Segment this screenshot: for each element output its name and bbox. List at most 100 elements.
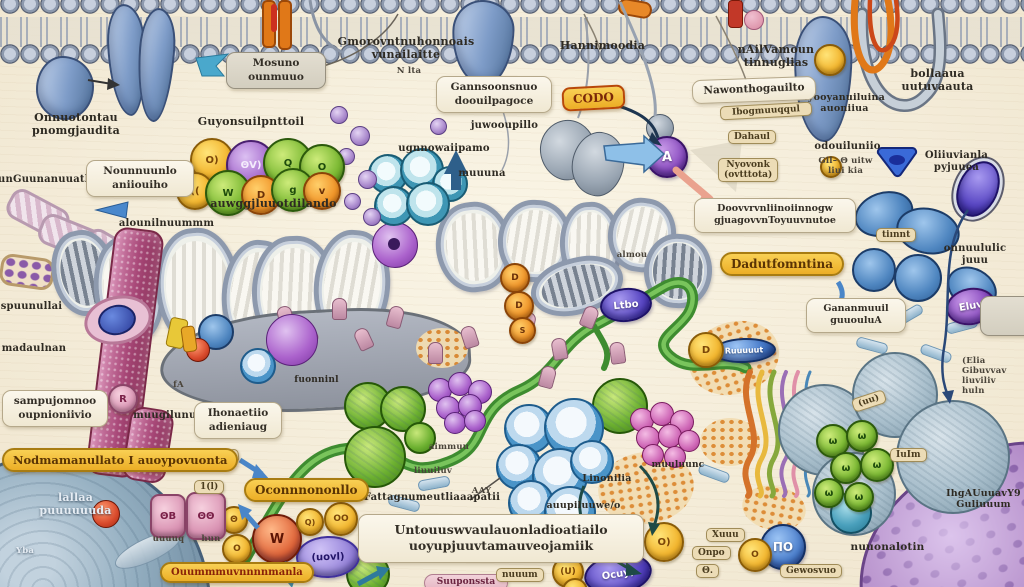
blue-sphere bbox=[894, 254, 942, 302]
tag-nyovonk: Nyovonk (ovtttota) bbox=[718, 158, 779, 182]
ribosome-field bbox=[700, 418, 760, 466]
coin: Q) bbox=[296, 508, 324, 536]
mini-mitochondrion bbox=[0, 252, 56, 292]
box-samp: sampujomnoo oupnioniivio bbox=[2, 390, 108, 428]
label-odouiluniio: odouiluniio bbox=[814, 141, 881, 152]
coin: v bbox=[303, 172, 341, 210]
tag-onpo: Onpo bbox=[692, 546, 731, 560]
coin bbox=[820, 156, 842, 178]
label-yunguun: yunGuunanuuatllono bbox=[0, 174, 114, 185]
box-nawon: Nawonthogauilto bbox=[691, 75, 817, 104]
label-fa: fA bbox=[173, 380, 184, 390]
ball-spot bbox=[388, 238, 400, 250]
pink-square-badge: ΘB bbox=[150, 494, 186, 538]
label-muuuna: muuuna bbox=[458, 168, 506, 179]
orange-channel-bar bbox=[278, 0, 292, 50]
box-buam bbox=[980, 296, 1024, 336]
pill-a-sphere: A bbox=[646, 136, 688, 178]
tag-xuuu: Xuuu bbox=[706, 528, 745, 542]
lavender-bead bbox=[350, 126, 370, 146]
box-gann: Gannsoonsnuo doouilpagoce bbox=[436, 76, 552, 114]
blue-sphere bbox=[852, 248, 896, 292]
teal-vesicle bbox=[406, 182, 450, 226]
coin: O) bbox=[644, 522, 684, 562]
ligand-ball bbox=[814, 44, 846, 76]
box-noun: Nounnuunlo aniiouiho bbox=[86, 160, 194, 198]
label-lallaa: lallaa puuuuuuda bbox=[39, 491, 112, 517]
label-top-complex-sub: N lta bbox=[396, 66, 422, 76]
arrow-left bbox=[94, 201, 129, 219]
box-mosuno: Mosuno ounmuuo bbox=[226, 52, 326, 90]
grape bbox=[464, 410, 486, 432]
label-membrane-receptor: Onnuotontau pnomgjaudita bbox=[32, 111, 120, 137]
label-ihgau: IhgAUuuavY9 Guliuuum bbox=[946, 488, 1021, 511]
lavender-bead bbox=[430, 118, 447, 135]
channel-core bbox=[271, 4, 277, 32]
label-top-complex: Gmorovntnuhonnoais vunailaitte bbox=[337, 35, 475, 61]
label-linonilia: Linonilia bbox=[582, 473, 632, 484]
tag-dahaul: Dahaul bbox=[728, 130, 776, 144]
lavender-bead bbox=[358, 170, 377, 189]
tag-one-l: 1(l) bbox=[194, 480, 225, 494]
coin: D bbox=[688, 332, 724, 368]
box-doov: Doovvrvnliinoiinnogw gjuagovvnToyuuvnuto… bbox=[694, 198, 856, 233]
label-auwggj: auwggjluuotdilando bbox=[210, 197, 337, 210]
membrane-stub bbox=[332, 298, 347, 320]
grape bbox=[444, 412, 466, 434]
label-liuuiluv: liuuiluv bbox=[414, 466, 452, 476]
label-aimmuu: aimmuu bbox=[428, 442, 470, 452]
label-ugnnow: ugnnowaiipamo bbox=[398, 143, 490, 154]
pink-square-badge: ΘΘ bbox=[186, 492, 226, 540]
membrane-stub bbox=[537, 364, 558, 390]
label-amou: almou bbox=[616, 250, 648, 260]
label-muugilunuu: muugilunuu bbox=[133, 410, 204, 421]
label-iyooy: iyooyanuiluina auoniiua bbox=[804, 92, 885, 115]
goldbox-oumm: Ouummmuvnnnnmanla bbox=[160, 562, 314, 583]
pink-coin: R bbox=[108, 384, 138, 414]
goldbox-nodm: Nodmamanullato I auoypovuonta bbox=[2, 448, 239, 472]
label-right-tiny: (Elia Gibuvvav liuviliv huln bbox=[962, 356, 1007, 397]
lavender-bead bbox=[344, 193, 361, 210]
label-yba: Yba bbox=[15, 546, 35, 556]
lavender-bead bbox=[363, 208, 381, 226]
goldbox-codo: CODO bbox=[561, 84, 626, 112]
red-dot-on-cell bbox=[92, 500, 120, 528]
tag-tinnnt: tiınnt bbox=[876, 228, 917, 242]
box-ihon: Ihonaetiio adieniaug bbox=[194, 402, 282, 440]
label-fuonninl: fuonninl bbox=[294, 375, 339, 385]
goldbox-ocon: Oconnnononllo bbox=[244, 478, 369, 502]
coin: S bbox=[509, 317, 536, 344]
tag-tbog: Ibogmuuqqul bbox=[719, 101, 813, 121]
pink-lipid-head bbox=[744, 10, 764, 30]
ribbon-scrap bbox=[417, 475, 451, 492]
coin: O bbox=[222, 534, 252, 564]
membrane-stub bbox=[428, 342, 443, 364]
membrane-stub bbox=[550, 336, 569, 362]
label-ailvamoun: nAilVamoun tinnuglias bbox=[737, 43, 815, 69]
label-alouniln: alounilnuummm bbox=[118, 218, 215, 229]
ribbon-scrap bbox=[855, 336, 889, 355]
membrane-stub bbox=[608, 341, 627, 365]
ribbon-scrap bbox=[919, 342, 953, 365]
label-madaulnan: madaulnan bbox=[1, 343, 67, 354]
green-coin: ω bbox=[860, 448, 894, 482]
tag-nuuum: nuuum bbox=[496, 568, 544, 582]
label-bollaaua: bollaaua uutuvaauta bbox=[901, 67, 974, 93]
label-hannimoodia: Hannimoodia bbox=[559, 39, 646, 52]
label-nuuonalotin: nuuonalotin bbox=[850, 541, 925, 553]
green-coin: ω bbox=[846, 420, 878, 452]
membrane-head-row-top bbox=[0, 0, 1024, 14]
pill-w: W bbox=[252, 514, 302, 564]
coin: O bbox=[738, 538, 772, 572]
tag-gewos: Gewosvuo bbox=[780, 564, 843, 578]
label-auupiluu: auupiluuwe/o bbox=[546, 500, 621, 511]
label-oliiuvianla: Oliiuvianla pyjuuea bbox=[924, 150, 989, 173]
tag-iuim: IuIm bbox=[890, 448, 927, 462]
label-uuuuq: uuuuq bbox=[152, 534, 185, 544]
label-hun: hun bbox=[201, 534, 221, 544]
arrow-nodm bbox=[238, 457, 270, 480]
label-spuunullai: spuunullai bbox=[0, 301, 63, 312]
vesicle-blob bbox=[36, 56, 94, 120]
green-coin: ω bbox=[844, 482, 874, 512]
